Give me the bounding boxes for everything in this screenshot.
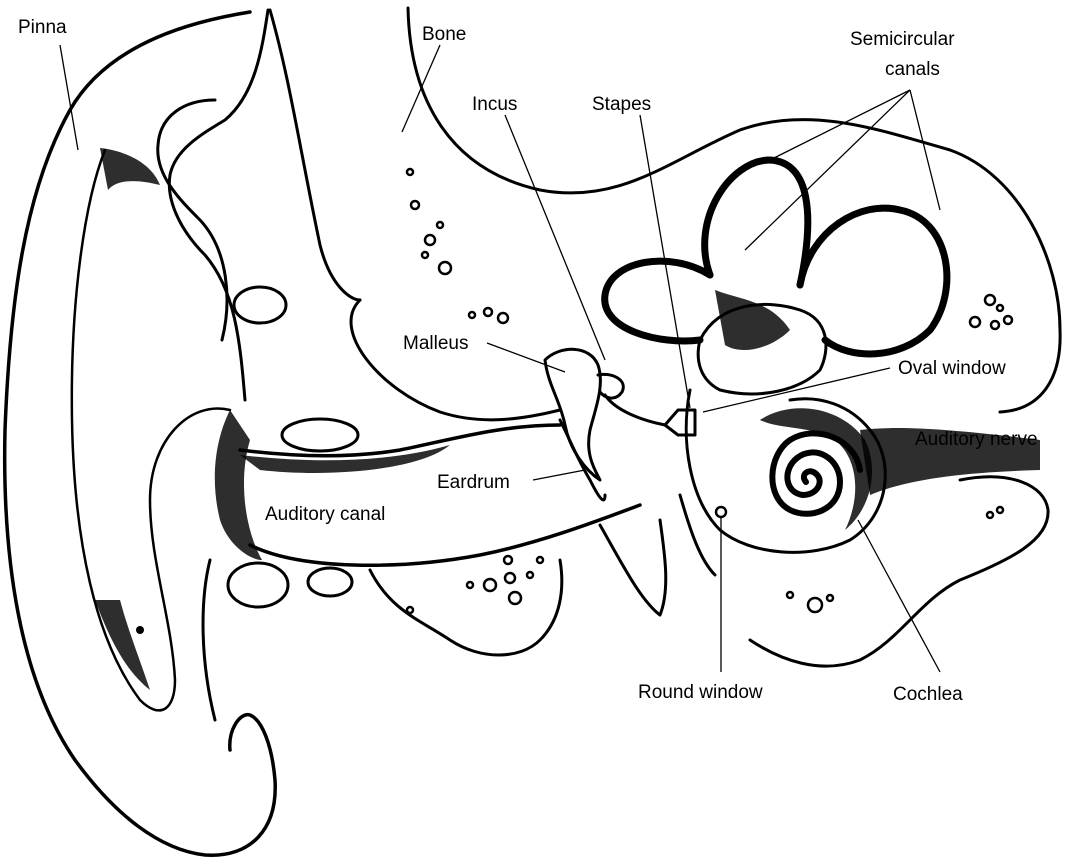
pinna-outline: [2, 10, 277, 857]
canal-upper-cavity: [280, 417, 360, 453]
auditory-canal-drawing: [226, 417, 642, 609]
bone-right-lower-contour: [748, 475, 1050, 668]
semicircular-canal-top: [701, 156, 812, 289]
canal-lower-wall: [248, 503, 642, 567]
ossicles-drawing: [543, 347, 697, 502]
bone-inner-edge: [349, 298, 562, 422]
label-bone: Bone: [422, 24, 466, 45]
bone-top-contour: [406, 6, 1062, 414]
auditory-nerve-bundle: [860, 428, 1040, 495]
cochlea-leader: [857, 519, 941, 673]
canal-lower-cavity-2: [306, 566, 354, 598]
antihelix-fold: [156, 98, 229, 342]
canal-shading: [240, 445, 450, 473]
oval-window-leader: [702, 367, 891, 413]
concha-shading: [100, 148, 160, 190]
incus-long-process: [603, 393, 667, 427]
eardrum-leader: [532, 469, 586, 481]
stapes-leader: [639, 114, 691, 409]
cartilage-oval: [232, 285, 288, 325]
malleus-shape: [543, 347, 602, 482]
label-malleus: Malleus: [403, 333, 468, 354]
bone-drawing: [268, 6, 1062, 668]
label-incus: Incus: [472, 94, 517, 115]
round-window-membrane: [714, 505, 728, 519]
lobe-shading: [95, 600, 150, 690]
label-semicircular-line2: canals: [885, 59, 940, 80]
label-cochlea: Cochlea: [893, 684, 963, 705]
pinna-leader: [59, 44, 79, 151]
cochlea-shading: [760, 408, 873, 530]
label-auditory-canal: Auditory canal: [265, 504, 385, 525]
label-oval-window: Oval window: [898, 358, 1006, 379]
label-semicircular-line1: Semicircular: [850, 29, 955, 50]
labels: Pinna Bone Semicircular canals Incus Sta…: [18, 17, 1038, 705]
label-pinna: Pinna: [18, 17, 67, 38]
cochlea-spiral: [769, 430, 863, 517]
concha-outline: [70, 148, 232, 712]
inner-ear-lower-bony-line: [678, 493, 717, 577]
leader-lines: [59, 44, 941, 673]
bone-lower-middle-contour: [598, 518, 668, 617]
label-round-window: Round window: [638, 682, 763, 703]
stapes-stirrup: [663, 408, 697, 437]
skin-line: [268, 8, 362, 302]
canal-upper-wall: [238, 423, 562, 458]
inner-ear-drawing: [601, 156, 1040, 577]
semicircular-canal-left: [601, 257, 714, 345]
vestibule-shading: [715, 290, 790, 350]
bone-lower-left-contour: [368, 558, 564, 657]
label-auditory-nerve: Auditory nerve: [915, 429, 1038, 450]
helix-inner-rim: [167, 8, 270, 402]
incus-leader: [504, 114, 606, 361]
pinna-drawing: [2, 8, 288, 857]
canal-entry-shading: [214, 410, 262, 560]
bone-leader: [401, 44, 441, 133]
cochlea-body: [684, 388, 887, 554]
lobe-dot: [136, 626, 144, 634]
semicircular-canal-right: [796, 204, 951, 358]
label-eardrum: Eardrum: [437, 472, 510, 493]
canal-lower-cavity-1: [226, 561, 290, 609]
lobe-lower-curl: [201, 558, 217, 722]
label-stapes: Stapes: [592, 94, 651, 115]
malleus-leader: [486, 342, 566, 373]
semicircular-leader-2: [744, 89, 911, 251]
semicircular-leader-1: [769, 89, 911, 161]
semicircular-leader-3: [909, 89, 941, 211]
bone-porosity-dots: [405, 167, 1014, 615]
